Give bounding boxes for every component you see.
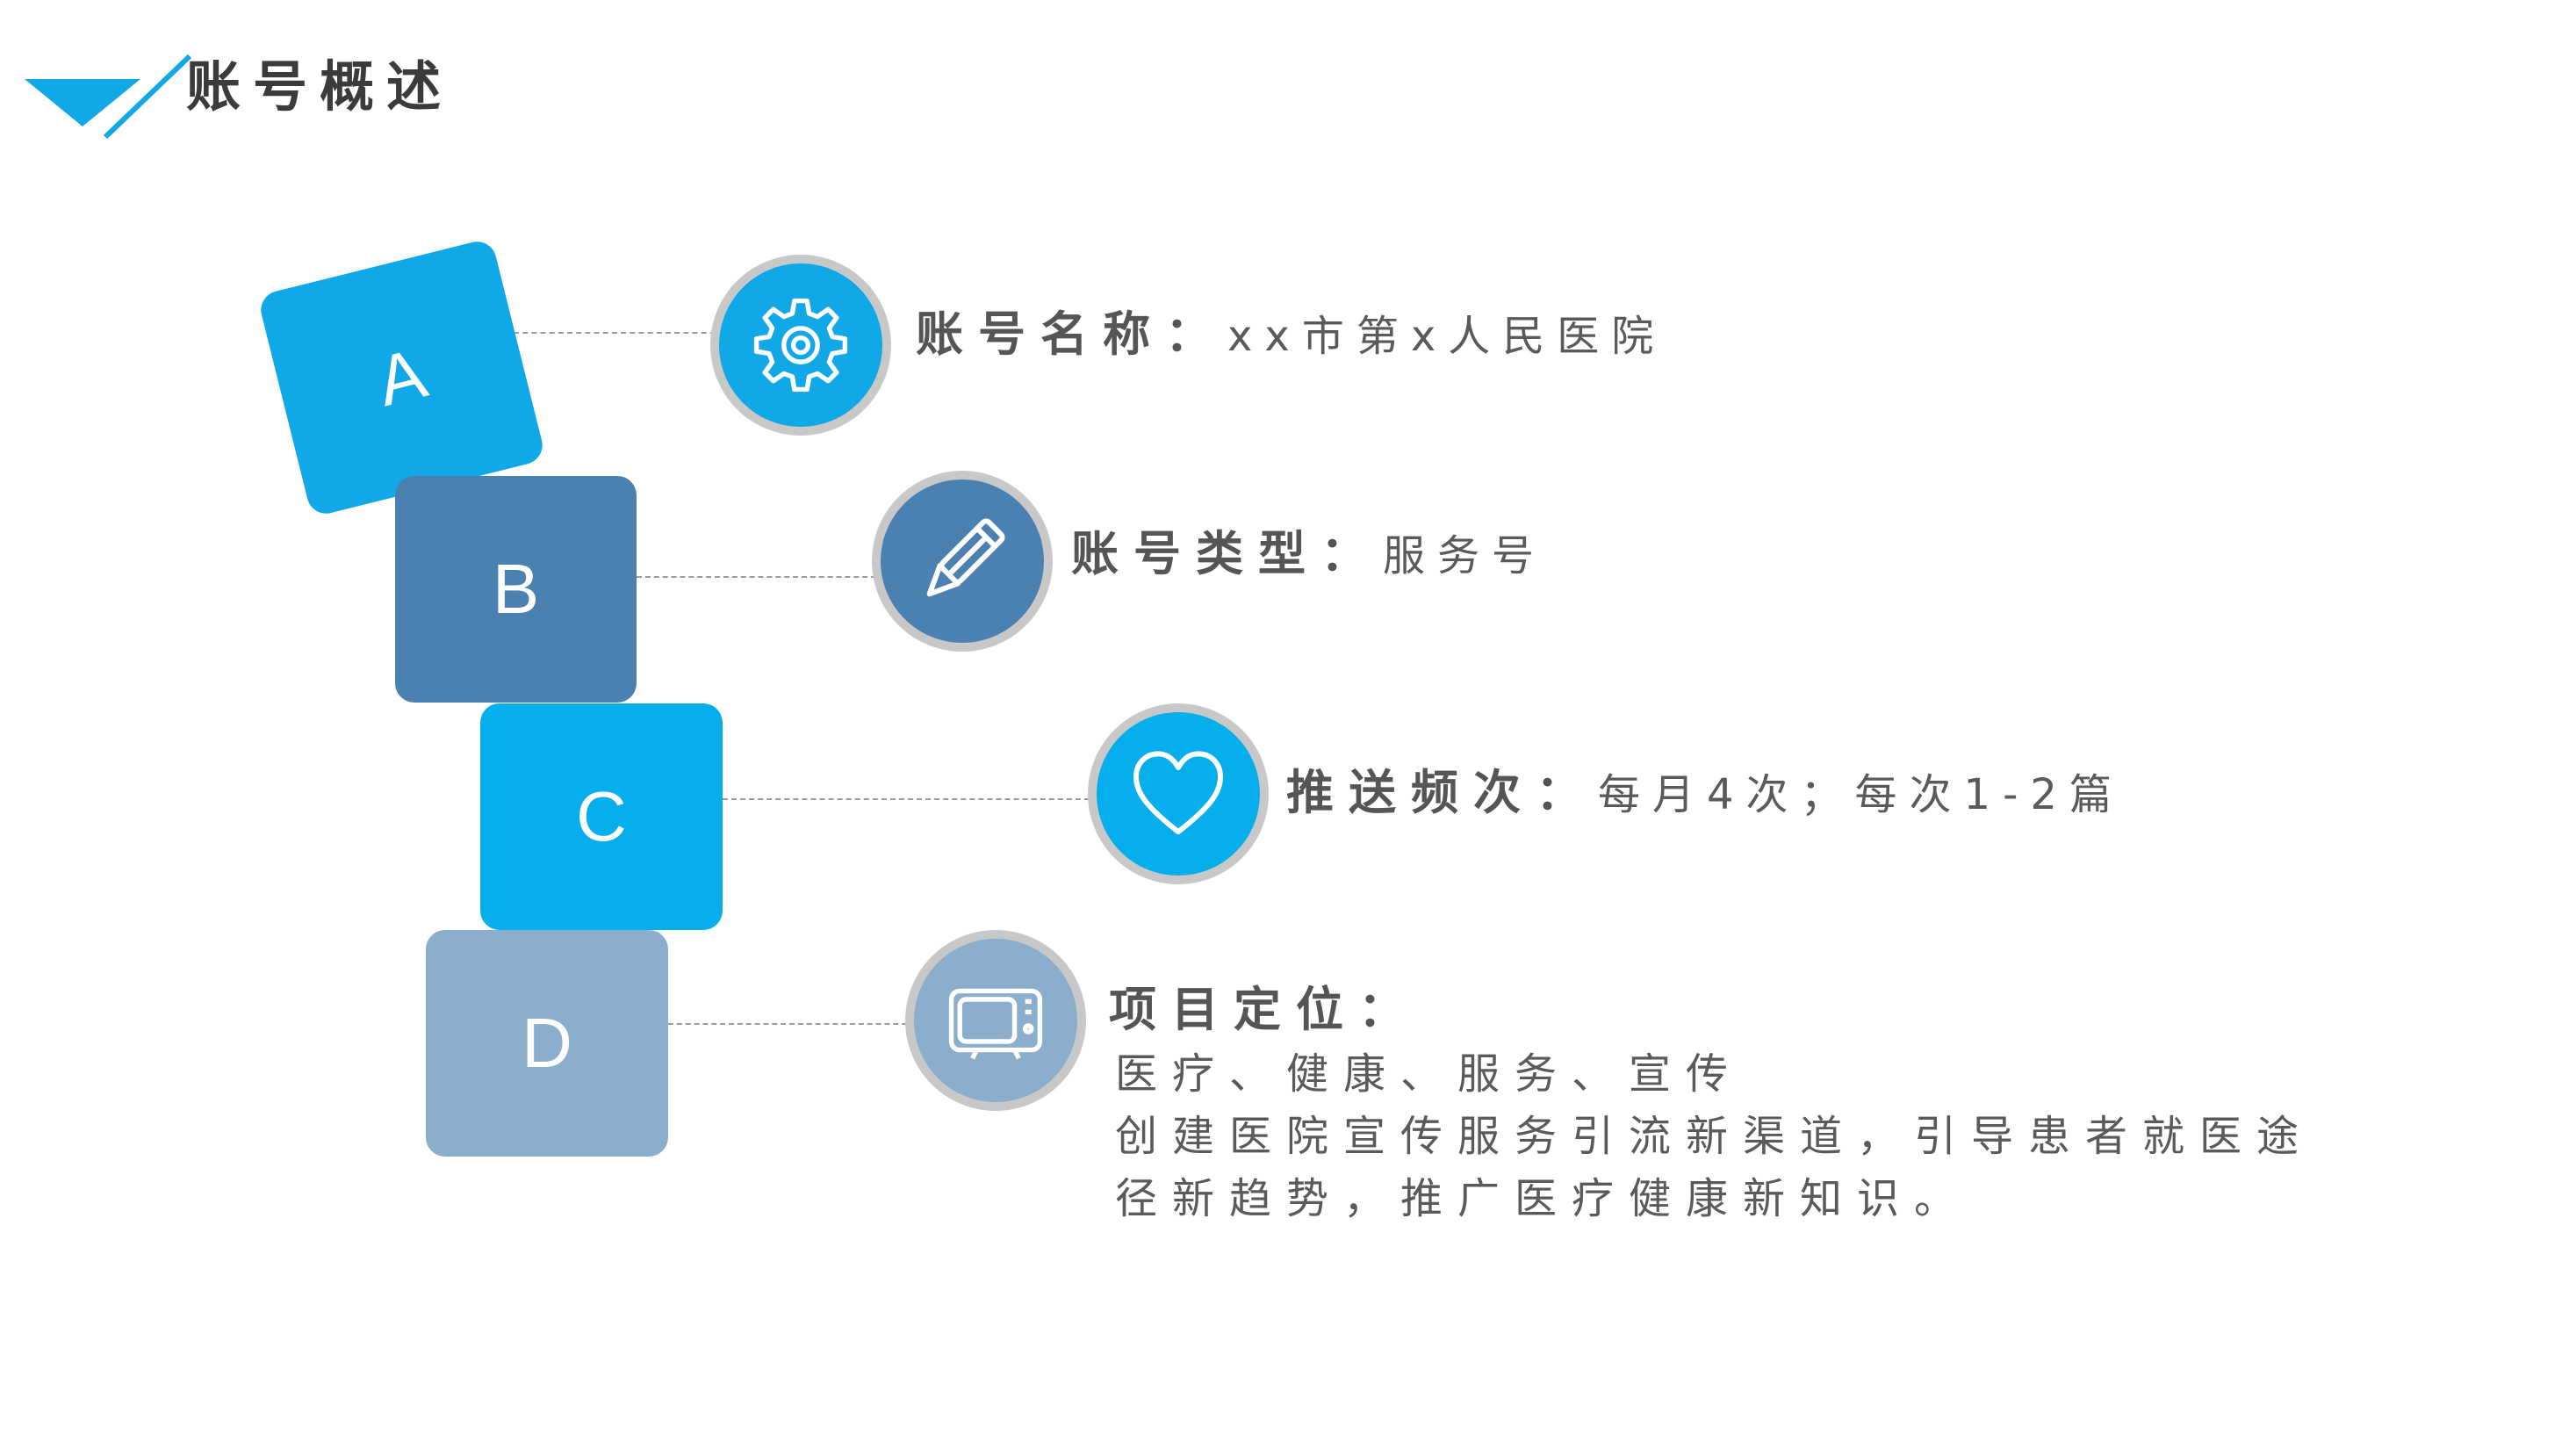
row-value: 服务号 bbox=[1383, 531, 1547, 580]
row-label: 账号类型 bbox=[1071, 526, 1320, 581]
gear-circle bbox=[710, 255, 891, 436]
positioning-line-2: 创建医院宣传服务引流新渠道，引导患者就医途 bbox=[1115, 1112, 2314, 1161]
row-separator: ： bbox=[1320, 526, 1383, 581]
tv-circle bbox=[905, 930, 1086, 1111]
pencil-icon bbox=[926, 518, 1005, 597]
gear-icon bbox=[753, 298, 848, 393]
row-account-name: 账号名称：xx市第x人民医院 bbox=[916, 311, 1666, 358]
heart-icon bbox=[1133, 751, 1223, 835]
tv-icon bbox=[948, 988, 1043, 1060]
connector-d bbox=[668, 1023, 916, 1025]
pencil-circle bbox=[872, 471, 1053, 652]
row-value: 每月4次；每次1-2篇 bbox=[1598, 770, 2124, 819]
row-push-frequency: 推送频次：每月4次；每次1-2篇 bbox=[1286, 769, 2124, 817]
block-b: B bbox=[395, 476, 637, 703]
row-positioning: 项目定位： bbox=[1109, 986, 1421, 1034]
block-c: C bbox=[480, 703, 723, 930]
connector-a bbox=[514, 332, 724, 334]
row-separator: ： bbox=[1165, 306, 1227, 362]
row-separator: ： bbox=[1536, 765, 1598, 820]
row-separator: ： bbox=[1358, 982, 1421, 1037]
heart-circle bbox=[1088, 703, 1269, 884]
row-label: 账号名称 bbox=[916, 306, 1165, 362]
positioning-line-1: 医疗、健康、服务、宣传 bbox=[1115, 1049, 1744, 1099]
positioning-line-3: 径新趋势，推广医疗健康新知识。 bbox=[1115, 1174, 1972, 1223]
row-label: 项目定位 bbox=[1109, 982, 1358, 1037]
row-value: xx市第x人民医院 bbox=[1227, 312, 1666, 361]
page-title: 账号概述 bbox=[186, 54, 454, 119]
row-label: 推送频次 bbox=[1286, 765, 1536, 820]
connector-b bbox=[637, 576, 885, 578]
block-d: D bbox=[426, 930, 668, 1157]
connector-c bbox=[723, 798, 1098, 800]
row-account-type: 账号类型：服务号 bbox=[1071, 530, 1546, 578]
header-chevron-icon bbox=[25, 54, 192, 140]
